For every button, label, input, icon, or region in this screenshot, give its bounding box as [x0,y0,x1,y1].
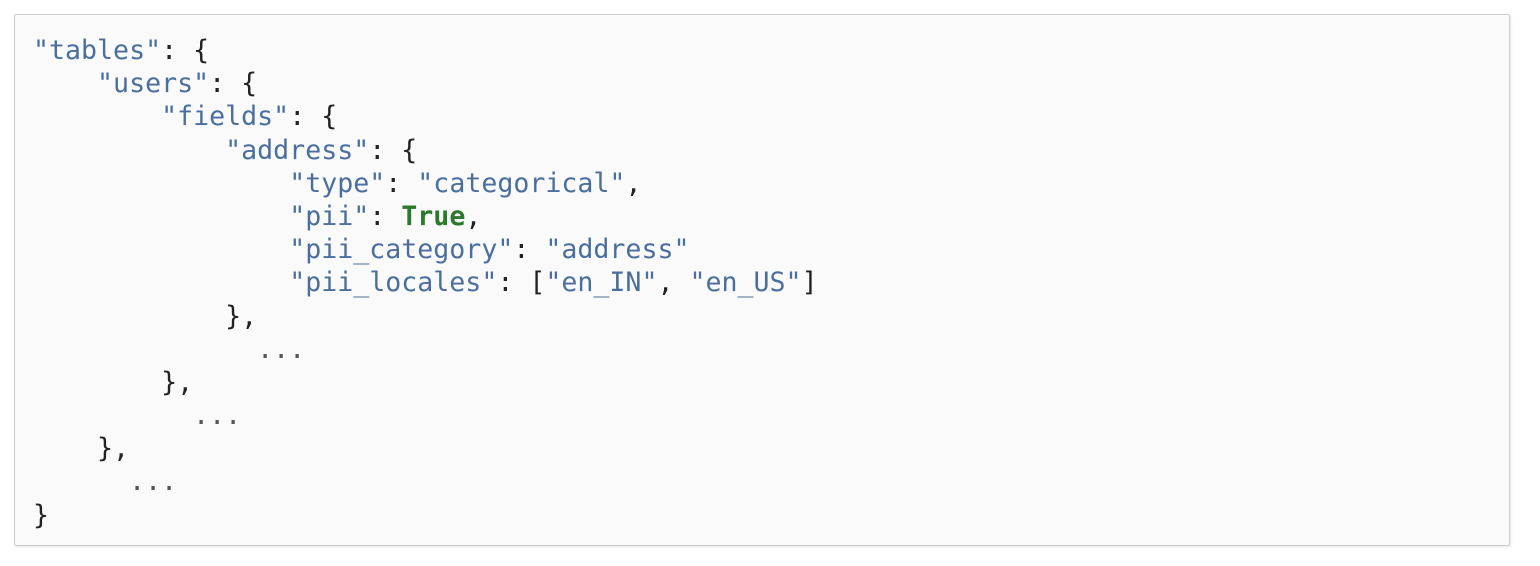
code-token-punctuation: }, [225,300,258,332]
code-line: } [33,499,1509,532]
code-indent [33,301,225,332]
code-line: ... [33,333,1509,366]
code-listing[interactable]: "tables": { "users": { "fields": { "addr… [15,15,1509,532]
code-token-string: "pii_locales" [289,267,498,299]
code-indent [33,267,289,298]
code-indent [33,201,289,232]
code-indent [33,135,225,166]
code-indent [33,68,97,99]
code-token-punctuation: } [33,499,50,531]
code-token-punctuation: }, [161,366,194,398]
code-token-punctuation: , [625,167,642,199]
code-line: }, [33,300,1509,333]
code-line: "pii_category": "address" [33,233,1509,266]
code-indent [33,433,97,464]
code-token-string: "en_IN" [545,267,658,299]
code-token-string: "tables" [33,35,162,66]
code-token-ellipsis: ... [193,400,242,432]
code-token-string: "users" [97,68,210,100]
code-token-string: "fields" [161,101,290,133]
code-line: "type": "categorical", [33,167,1509,200]
code-line: "pii": True, [33,200,1509,233]
code-token-string: "pii_category" [289,234,514,266]
code-token-punctuation: : [369,200,402,232]
code-indent [33,466,129,497]
code-token-ellipsis: ... [129,466,178,498]
code-indent [33,334,257,365]
code-token-punctuation: : [385,167,418,199]
code-indent [33,101,161,132]
code-token-string: "type" [289,167,386,199]
code-line: }, [33,366,1509,399]
code-token-punctuation: : { [209,68,258,100]
code-line: "fields": { [33,100,1509,133]
code-line: "pii_locales": ["en_IN", "en_US"] [33,266,1509,299]
code-token-string: "address" [545,234,690,266]
code-token-punctuation: , [465,200,482,232]
code-line: "address": { [33,134,1509,167]
code-token-punctuation: : { [289,101,338,133]
code-token-string: "en_US" [689,267,802,299]
code-line: }, [33,432,1509,465]
code-token-string: "pii" [289,200,370,232]
code-token-punctuation: }, [97,433,130,465]
code-indent [33,234,289,265]
code-line: "tables": { [33,34,1509,67]
code-token-punctuation: : { [369,134,418,166]
code-token-ellipsis: ... [257,333,306,365]
code-token-punctuation: : [ [497,267,546,299]
code-token-string: "address" [225,134,370,166]
code-token-punctuation: , [657,267,690,299]
code-token-punctuation: : [513,234,546,266]
code-line: ... [33,399,1509,432]
code-indent [33,168,289,199]
code-token-string: "categorical" [417,167,626,199]
code-indent [33,367,161,398]
code-indent [33,400,193,431]
code-line: "users": { [33,67,1509,100]
code-token-punctuation: : { [161,35,210,66]
code-token-punctuation: ] [801,267,818,299]
code-line: ... [33,465,1509,498]
code-block-container: "tables": { "users": { "fields": { "addr… [14,14,1510,546]
code-token-keyword: True [401,200,466,232]
